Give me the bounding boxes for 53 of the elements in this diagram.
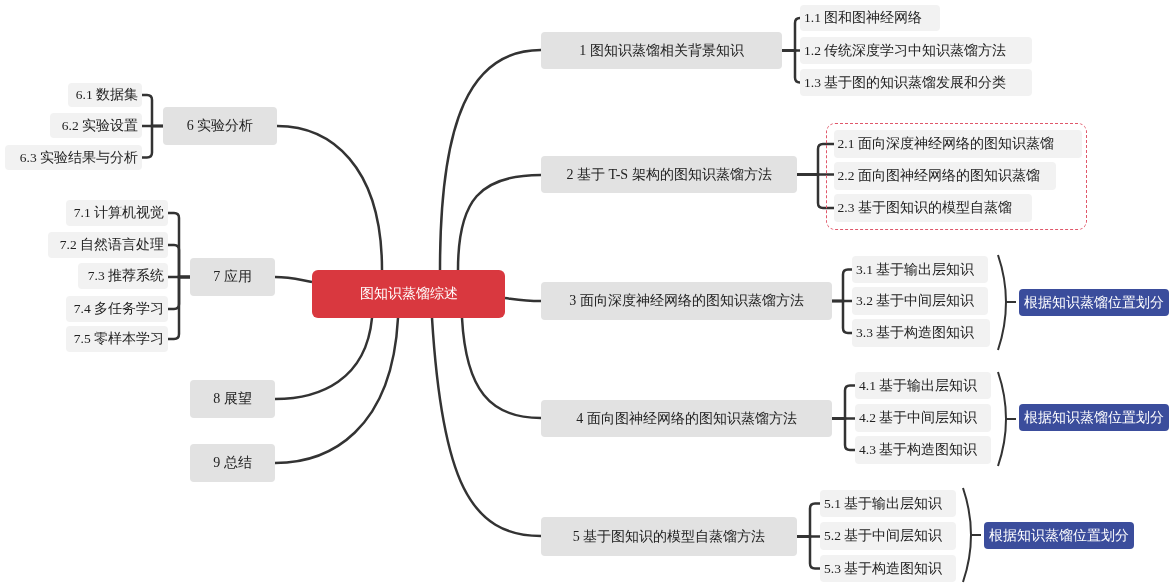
connector-line xyxy=(797,173,834,210)
subtopic-box: 3.2 基于中间层知识 xyxy=(852,287,988,315)
topic-box: 1 图知识蒸馏相关背景知识 xyxy=(541,32,782,69)
subtopic-box: 7.1 计算机视觉 xyxy=(66,200,168,226)
subtopic-box: 7.3 推荐系统 xyxy=(78,263,168,289)
connector-line xyxy=(832,299,852,335)
connector-line xyxy=(430,317,542,538)
category-tag: 根据知识蒸馏位置划分 xyxy=(984,522,1134,549)
connector-line xyxy=(832,417,855,452)
subtopic-box: 5.3 基于构造图知识 xyxy=(820,555,956,582)
subtopic-box: 2.3 基于图知识的模型自蒸馏 xyxy=(833,193,1032,222)
subtopic-box: 7.2 自然语言处理 xyxy=(48,232,168,258)
central-topic-box: 图知识蒸馏综述 xyxy=(312,270,505,318)
topic-box: 2 基于 T-S 架构的图知识蒸馏方法 xyxy=(541,156,797,193)
subtopic-box: 3.3 基于构造图知识 xyxy=(852,319,990,347)
subtopic-box: 2.2 面向图神经网络的图知识蒸馏 xyxy=(833,161,1056,190)
connector-line xyxy=(460,317,542,420)
topic-box: 8 展望 xyxy=(190,380,275,418)
connector-line xyxy=(274,317,400,465)
topic-box: 9 总结 xyxy=(190,444,275,482)
connector-line xyxy=(504,296,541,303)
subtopic-box: 4.3 基于构造图知识 xyxy=(855,436,991,464)
connector-line xyxy=(456,173,542,271)
connector-line xyxy=(274,317,374,401)
subtopic-box: 1.3 基于图的知识蒸馏发展和分类 xyxy=(800,69,1032,96)
subtopic-box: 4.2 基于中间层知识 xyxy=(855,404,991,432)
connector-line xyxy=(782,49,802,84)
topic-box: 6 实验分析 xyxy=(163,107,277,145)
topic-box: 7 应用 xyxy=(190,258,275,296)
dashed-group-box xyxy=(826,123,1087,230)
subtopic-box: 7.5 零样本学习 xyxy=(66,326,168,352)
subtopic-box: 1.2 传统深度学习中知识蒸馏方法 xyxy=(800,37,1032,64)
subtopic-box: 5.2 基于中间层知识 xyxy=(820,522,956,550)
category-tag: 根据知识蒸馏位置划分 xyxy=(1019,404,1169,431)
connector-line xyxy=(797,535,820,570)
connector-line xyxy=(276,124,384,271)
topic-box: 5 基于图知识的模型自蒸馏方法 xyxy=(541,517,797,556)
topic-box: 4 面向图神经网络的图知识蒸馏方法 xyxy=(541,400,832,437)
subtopic-box: 5.1 基于输出层知识 xyxy=(820,490,956,517)
topic-box: 3 面向深度神经网络的图知识蒸馏方法 xyxy=(541,282,832,320)
connector-line xyxy=(275,275,313,284)
connector-line xyxy=(142,124,163,159)
subtopic-box: 7.4 多任务学习 xyxy=(66,296,168,322)
subtopic-box: 1.1 图和图神经网络 xyxy=(800,5,940,31)
connector-line xyxy=(438,48,542,271)
subtopic-box: 6.1 数据集 xyxy=(68,83,142,107)
subtopic-box: 3.1 基于输出层知识 xyxy=(852,256,988,283)
connector-line xyxy=(168,275,190,341)
subtopic-box: 6.3 实验结果与分析 xyxy=(5,145,142,170)
subtopic-box: 6.2 实验设置 xyxy=(50,113,142,138)
subtopic-box: 2.1 面向深度神经网络的图知识蒸馏 xyxy=(833,129,1082,158)
category-tag: 根据知识蒸馏位置划分 xyxy=(1019,289,1169,316)
subtopic-box: 4.1 基于输出层知识 xyxy=(855,372,991,399)
